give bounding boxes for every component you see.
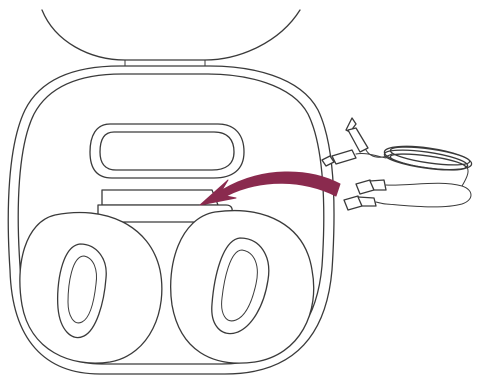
headphone-cable	[321, 117, 473, 171]
right-earcup	[170, 210, 315, 364]
curved-arrow-left-icon	[199, 171, 341, 206]
insert-arrow	[199, 171, 341, 206]
left-earcup	[19, 211, 163, 364]
usb-cable	[343, 165, 472, 211]
case-pocket	[89, 123, 245, 179]
headband	[41, 9, 301, 73]
